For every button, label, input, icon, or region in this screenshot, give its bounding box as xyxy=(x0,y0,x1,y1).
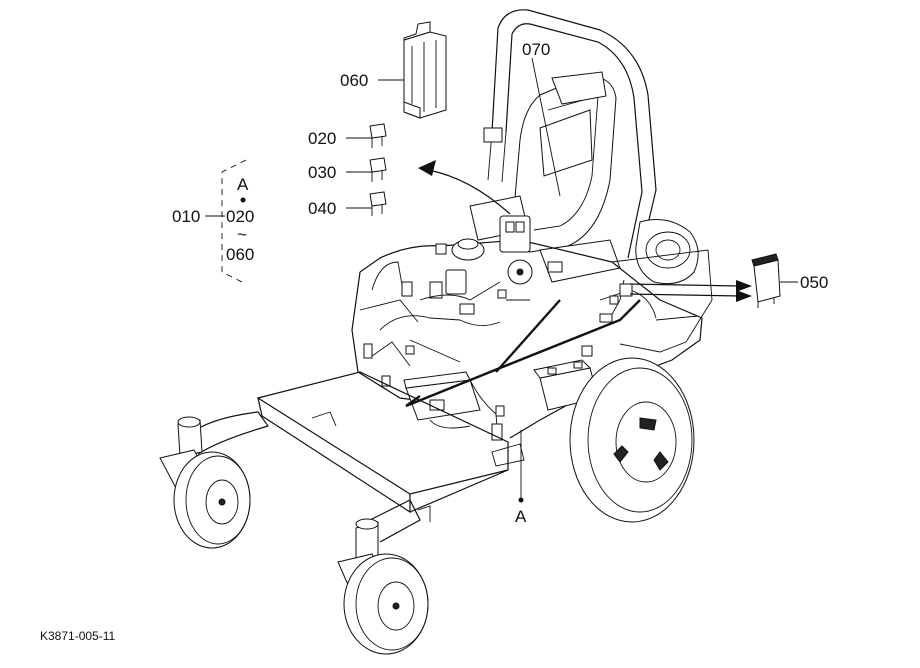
drawing-code: K3871-005-11 xyxy=(40,629,115,643)
connectors xyxy=(363,283,633,441)
ref-a-dot xyxy=(518,497,524,503)
callout-050[interactable]: 050 xyxy=(800,273,828,292)
callout-070[interactable]: 070 xyxy=(522,40,550,59)
group-label-a: A xyxy=(237,175,249,194)
callout-030[interactable]: 030 xyxy=(308,163,336,182)
front-caster-left xyxy=(159,416,251,549)
console-components xyxy=(401,215,563,299)
mower-illustration xyxy=(159,9,713,655)
callout-020[interactable]: 020 xyxy=(308,129,336,148)
group-range-tilde: ~ xyxy=(237,225,247,244)
front-frame xyxy=(189,371,525,543)
group-bracket xyxy=(221,159,247,285)
relay-050[interactable] xyxy=(751,253,781,308)
group-range-from: 020 xyxy=(226,207,254,226)
callout-060[interactable]: 060 xyxy=(340,71,368,90)
group-a-dot xyxy=(240,197,246,203)
controller-box xyxy=(403,371,481,421)
group-range-to: 060 xyxy=(226,245,254,264)
leader-lines xyxy=(205,57,798,500)
fuse-030[interactable] xyxy=(369,157,387,182)
callout-010[interactable]: 010 xyxy=(172,207,200,226)
arrow-to-relay xyxy=(629,280,752,302)
fuse-block-060[interactable] xyxy=(403,21,447,119)
front-caster-right xyxy=(337,518,429,655)
callouts: 060 070 020 030 040 010 A 020 ~ 060 050 … xyxy=(40,40,828,643)
seat xyxy=(469,71,621,283)
fuse-020[interactable] xyxy=(369,123,387,148)
wiring-harness xyxy=(405,299,641,408)
fuse-040[interactable] xyxy=(369,191,387,216)
callout-040[interactable]: 040 xyxy=(308,199,336,218)
rops-frame xyxy=(483,9,657,259)
ref-label-a: A xyxy=(515,507,527,526)
arrow-to-fuses xyxy=(418,160,511,215)
rear-wheel xyxy=(569,357,695,523)
rear-assembly xyxy=(611,219,713,353)
